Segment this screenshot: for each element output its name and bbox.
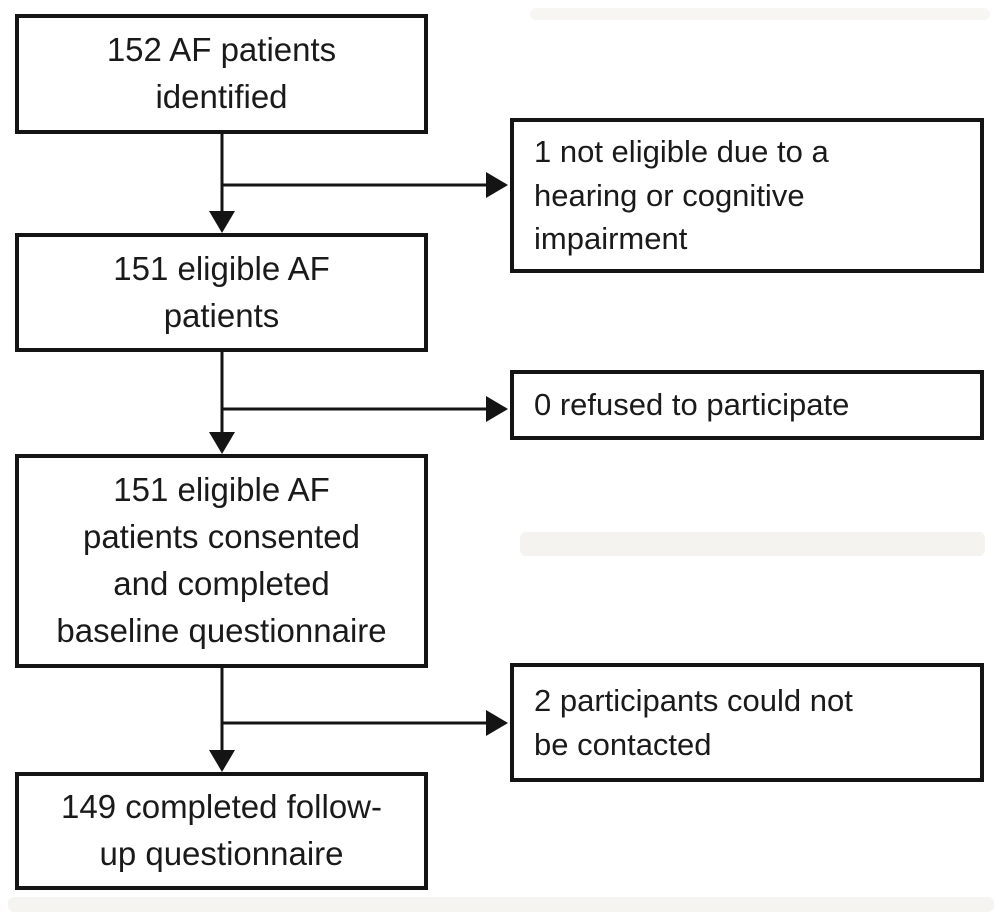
arrow-down-3-head [209,750,235,772]
arrow-branch-1-head [486,172,508,198]
arrow-branch-2-head [486,396,508,422]
flow-box-patients-identified: 152 AF patients identified [15,14,428,134]
scan-artifact [520,532,985,556]
scan-artifact [8,897,994,912]
arrow-branch-3-head [486,710,508,736]
flow-box-eligible-patients: 151 eligible AF patients [15,233,428,352]
side-box-not-eligible: 1 not eligible due to a hearing or cogni… [510,118,984,273]
arrow-down-2-head [209,432,235,454]
flow-box-completed-followup: 149 completed follow- up questionnaire [15,772,428,890]
scan-artifact [530,8,990,20]
side-box-not-contacted: 2 participants could not be contacted [510,663,984,782]
flow-box-consented-baseline: 151 eligible AF patients consented and c… [15,454,428,668]
side-box-refused: 0 refused to participate [510,370,984,440]
arrow-down-1-head [209,211,235,233]
